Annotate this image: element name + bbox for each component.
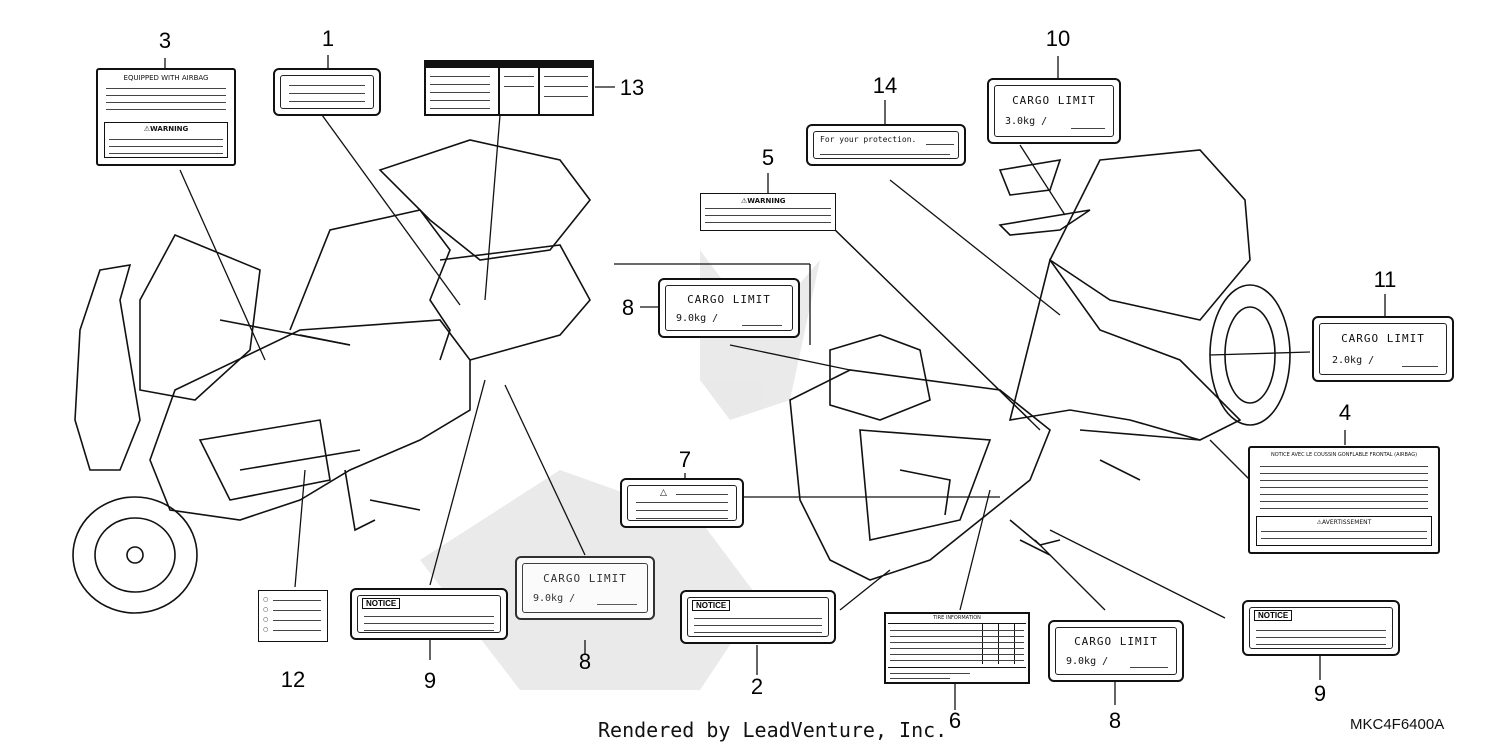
callout-11: 11 (1373, 267, 1397, 292)
label-6-title: TIRE INFORMATION (933, 615, 981, 621)
label-6-tire-information: TIRE INFORMATION (884, 612, 1030, 684)
label-5-warning-text: ⚠WARNING (741, 197, 786, 205)
label-10-value: 3.0kg / (1005, 116, 1048, 127)
callout-8-bottom: 8 (1108, 708, 1122, 733)
label-14-text: For your protection. (820, 135, 917, 144)
label-2-notice: NOTICE (680, 590, 836, 644)
callout-10: 10 (1045, 26, 1071, 51)
callout-3: 3 (158, 28, 172, 53)
label-8-bottom-title: CARGO LIMIT (1074, 635, 1158, 648)
label-4-warning-box: ⚠AVERTISSEMENT (1256, 516, 1432, 546)
label-8-cargo-limit-bottom: CARGO LIMIT 9.0kg / (1048, 620, 1184, 682)
callout-9-right: 9 (1313, 681, 1327, 706)
callout-6: 6 (948, 708, 962, 733)
diagram-code: MKC4F6400A (1350, 716, 1445, 733)
label-10-cargo-limit: CARGO LIMIT 3.0kg / (987, 78, 1121, 144)
label-8-cargo-limit-middle: CARGO LIMIT 9.0kg / (515, 556, 655, 620)
label-2-notice-text: NOTICE (692, 600, 731, 611)
label-12: ○○○○ (258, 590, 328, 642)
label-3-warning: ⚠WARNING (143, 125, 189, 133)
label-13-table (424, 60, 594, 116)
label-9-left-notice: NOTICE (362, 598, 401, 609)
left-motorcycle (72, 139, 592, 614)
callout-8-top: 8 (621, 295, 635, 320)
label-9-notice-left: NOTICE (350, 588, 508, 640)
label-11-title: CARGO LIMIT (1341, 332, 1425, 345)
label-9-notice-right: NOTICE (1242, 600, 1400, 656)
callout-2: 2 (750, 674, 764, 699)
label-11-value: 2.0kg / (1332, 355, 1375, 366)
callout-5: 5 (761, 145, 775, 170)
callout-12: 12 (280, 667, 306, 692)
label-3-title: EQUIPPED WITH AIRBAG (123, 74, 209, 82)
callout-4: 4 (1338, 400, 1352, 425)
callout-9-left: 9 (423, 668, 437, 693)
callout-7: 7 (678, 447, 692, 472)
label-3-warning-box: ⚠WARNING (104, 122, 228, 158)
label-8-bottom-value: 9.0kg / (1066, 656, 1109, 667)
label-8-middle-title: CARGO LIMIT (543, 572, 627, 585)
label-9-right-notice: NOTICE (1254, 610, 1293, 621)
label-7-triangle-icon: △ (660, 488, 667, 498)
label-4-airbag-french: NOTICE AVEC LE COUSSIN GONFLABLE FRONTAL… (1248, 446, 1440, 554)
label-11-cargo-limit: CARGO LIMIT 2.0kg / (1312, 316, 1454, 382)
label-8-top-title: CARGO LIMIT (687, 293, 771, 306)
label-1 (273, 68, 381, 116)
label-3-airbag: EQUIPPED WITH AIRBAG ⚠WARNING (96, 68, 236, 166)
label-8-middle-value: 9.0kg / (533, 593, 576, 604)
label-8-top-value: 9.0kg / (676, 313, 719, 324)
label-5-warning: ⚠WARNING (700, 193, 836, 231)
callout-8-middle: 8 (578, 649, 592, 674)
callout-14: 14 (872, 73, 898, 98)
callout-1: 1 (321, 26, 335, 51)
label-8-cargo-limit-top: CARGO LIMIT 9.0kg / (658, 278, 800, 338)
label-4-header: NOTICE AVEC LE COUSSIN GONFLABLE FRONTAL… (1270, 452, 1418, 458)
label-7: △ (620, 478, 744, 528)
label-10-title: CARGO LIMIT (1012, 94, 1096, 107)
credit-text: Rendered by LeadVenture, Inc. (598, 718, 948, 742)
label-14-protection: For your protection. (806, 124, 966, 166)
label-4-footer: ⚠AVERTISSEMENT (1316, 519, 1372, 526)
callout-13: 13 (619, 75, 645, 100)
right-motorcycle (789, 149, 1291, 581)
leader-lines (164, 55, 1386, 710)
